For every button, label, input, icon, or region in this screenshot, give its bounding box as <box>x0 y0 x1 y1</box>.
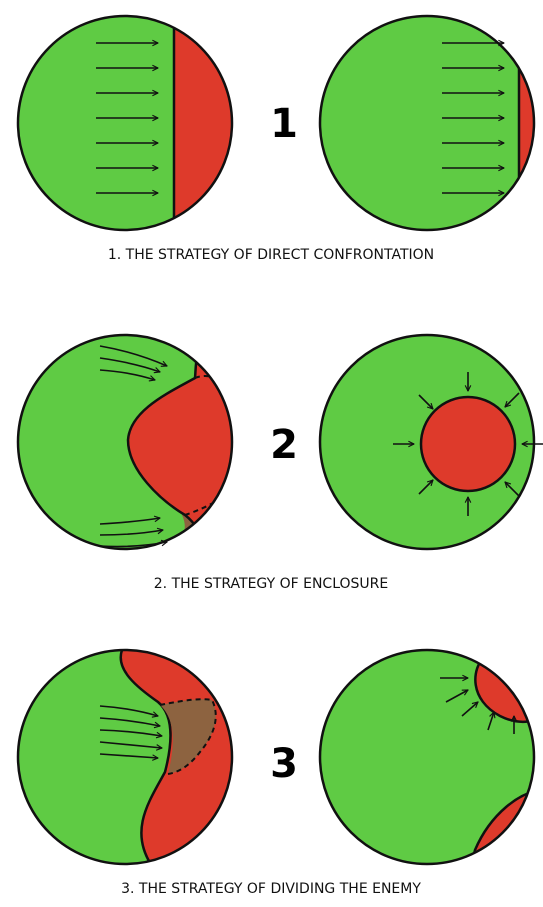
panel-3-number: 3 <box>270 741 298 787</box>
panel-2: 2 2. THE STRATEGY OF ENCLOSURE <box>18 330 543 592</box>
panel-1-caption: 1. THE STRATEGY OF DIRECT CONFRONTATION <box>108 247 434 263</box>
panel-3: 3 3. THE STRATEGY OF DIVIDING THE ENEMY <box>18 650 543 897</box>
enemy-zone <box>421 397 515 491</box>
enemy-zone <box>174 10 244 240</box>
panel-2-right-circle <box>320 335 543 549</box>
panel-3-left-circle <box>18 650 240 866</box>
panel-1-right-circle <box>320 10 543 240</box>
panel-1: 1 1. THE STRATEGY OF DIRECT CONFRONTATIO… <box>18 10 543 263</box>
panel-2-number: 2 <box>270 422 298 468</box>
panel-2-caption: 2. THE STRATEGY OF ENCLOSURE <box>154 576 388 592</box>
panel-2-left-circle <box>18 330 260 560</box>
panel-1-left-circle <box>18 10 244 240</box>
panel-1-number: 1 <box>270 101 298 147</box>
panel-3-caption: 3. THE STRATEGY OF DIVIDING THE ENEMY <box>121 881 421 897</box>
panel-3-right-circle <box>320 650 543 870</box>
enemy-zone <box>519 10 543 240</box>
